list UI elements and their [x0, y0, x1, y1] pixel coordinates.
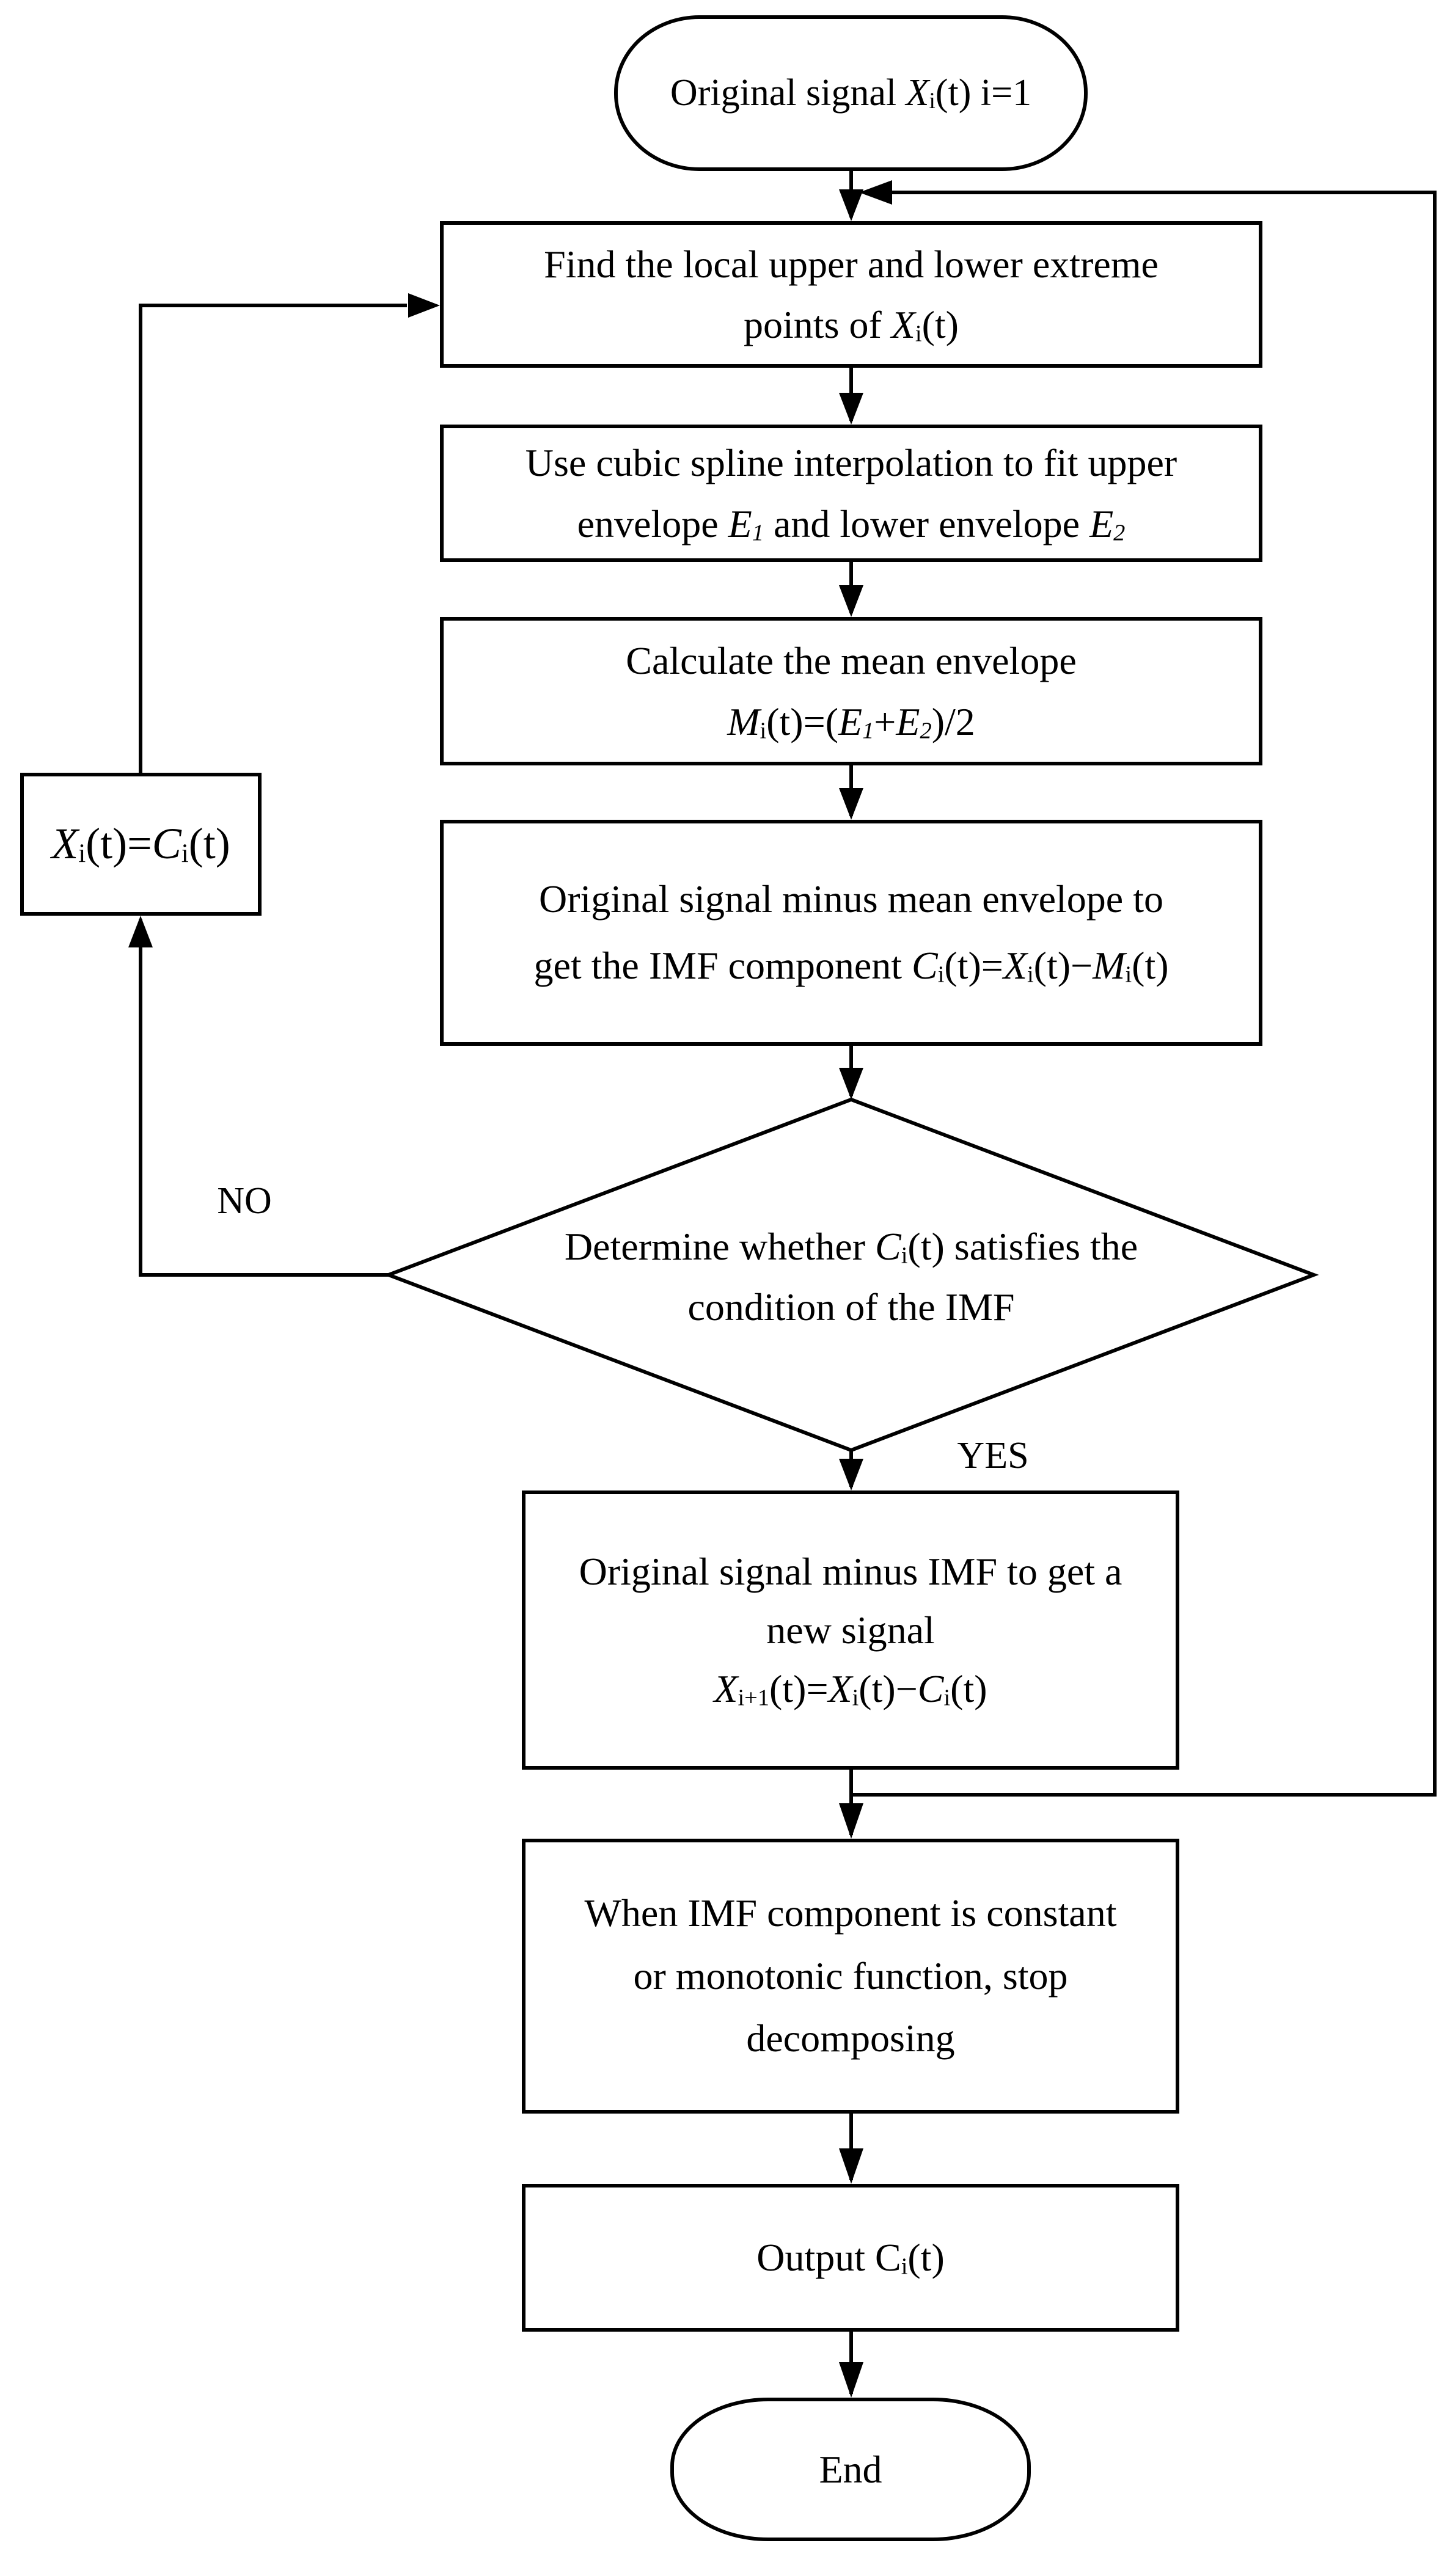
arrowhead-start-to-find	[839, 189, 863, 221]
arrowhead-spline-to-mean	[839, 585, 863, 617]
node-start-original-signal: Original signal Xi(t) i=1	[614, 15, 1088, 171]
node-assign-label: Xi(t)=Ci(t)	[51, 819, 230, 869]
node-output-ci: Output Ci(t)	[522, 2184, 1179, 2332]
arrowhead-newsignal-to-stop	[839, 1803, 863, 1839]
arrowhead-mean-to-imf	[839, 788, 863, 820]
no-loop-line-upper	[139, 304, 407, 773]
node-assign-xi-ci: Xi(t)=Ci(t)	[20, 773, 262, 916]
feedback-loop-line	[851, 191, 1437, 1797]
arrowhead-feedback-left	[859, 180, 892, 205]
arrowhead-decision-to-newsignal	[839, 1459, 863, 1491]
node-start-label: Original signal Xi(t) i=1	[670, 72, 1032, 114]
arrowhead-assign-to-find	[408, 293, 440, 318]
node-cubic-spline: Use cubic spline interpolation to fit up…	[440, 425, 1262, 562]
node-end: End	[670, 2398, 1031, 2541]
arrowhead-find-to-spline	[839, 393, 863, 425]
arrowhead-no-to-assign	[128, 916, 153, 947]
arrowhead-imf-to-decision	[839, 1068, 863, 1100]
arrowhead-stop-to-output	[839, 2148, 863, 2184]
edge-label-yes: YES	[957, 1435, 1029, 1476]
no-loop-line-lower	[139, 919, 389, 1277]
node-spline-label: Use cubic spline interpolation to fit up…	[525, 441, 1177, 545]
edge-label-no: NO	[217, 1180, 272, 1222]
arrowhead-output-to-end	[839, 2362, 863, 2398]
node-end-label: End	[819, 2447, 882, 2491]
node-output-label: Output Ci(t)	[756, 2236, 945, 2280]
